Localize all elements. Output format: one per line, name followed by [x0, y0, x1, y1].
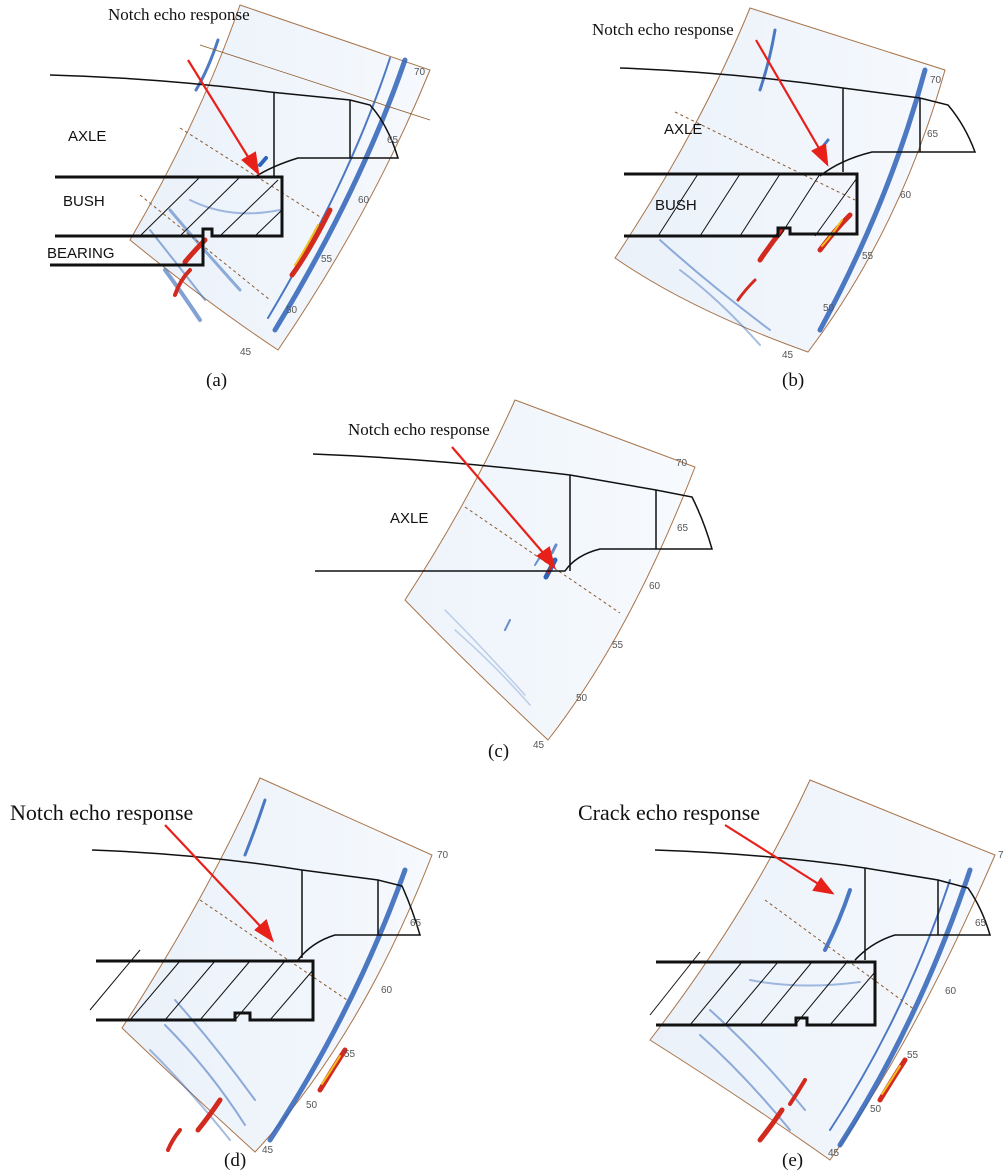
region-label-axle: AXLE: [390, 510, 429, 527]
bush-outline: [50, 175, 284, 267]
scan-fan: [121, 777, 433, 1153]
panel-d-graphic: [89, 777, 433, 1153]
annotation-label: Crack echo response: [578, 800, 761, 825]
panel-e: Crack echo response 7 65 60 55 50 45 (e): [520, 770, 1003, 1172]
panel-a-graphic: [49, 4, 431, 351]
guide-lines: [139, 44, 431, 301]
annotation-arrow: [724, 824, 835, 895]
depth-tick: 70: [414, 67, 426, 78]
depth-tick: 60: [900, 190, 912, 201]
annotation-arrow: [164, 824, 274, 943]
depth-tick: 55: [907, 1050, 919, 1061]
panel-caption: (a): [206, 370, 228, 391]
depth-tick: 55: [344, 1049, 356, 1060]
depth-tick: 70: [437, 850, 449, 861]
depth-tick: 60: [381, 985, 393, 996]
depth-tick: 65: [927, 129, 939, 140]
panel-a: Notch echo response AXLE BUSH BEARING 70…: [0, 0, 480, 395]
axle-outline: [619, 67, 977, 177]
panel-caption: (e): [782, 1150, 804, 1171]
region-label-axle: AXLE: [68, 128, 107, 145]
depth-tick: 60: [649, 581, 661, 592]
guide-lines: [199, 899, 351, 1003]
axle-outline: [91, 849, 422, 961]
depth-tick: 70: [930, 75, 942, 86]
annotation-label: Notch echo response: [10, 800, 194, 825]
guide-lines: [464, 506, 621, 614]
panel-caption: (c): [488, 741, 510, 762]
echo-streaks: [149, 798, 408, 1143]
region-label-bush: BUSH: [63, 193, 105, 210]
panel-e-graphic: [649, 779, 996, 1161]
depth-tick: 65: [677, 523, 689, 534]
bush-outline: [96, 959, 315, 1022]
echo-hotspots: [166, 1047, 348, 1152]
depth-tick: 65: [387, 135, 399, 146]
echo-streaks: [444, 543, 558, 706]
panel-d: Notch echo response 70 65 60 55 50 45 (d…: [0, 770, 480, 1172]
hatch-lines: [89, 949, 314, 1021]
panel-c-graphic: [312, 399, 713, 741]
depth-tick: 50: [870, 1104, 882, 1115]
depth-tick: 50: [306, 1100, 318, 1111]
depth-tick: 55: [321, 254, 333, 265]
guide-lines: [764, 899, 916, 1011]
depth-tick: 70: [676, 458, 688, 469]
annotation-label: Notch echo response: [592, 20, 734, 39]
depth-tick: 55: [612, 640, 624, 651]
scan-fan: [614, 7, 946, 353]
depth-tick: 65: [975, 918, 987, 929]
axle-outline: [654, 849, 992, 961]
depth-tick: 45: [240, 347, 252, 358]
depth-tick: 45: [782, 350, 794, 361]
bush-outline: [624, 172, 859, 238]
depth-tick: 55: [862, 251, 874, 262]
depth-tick: 50: [286, 305, 298, 316]
hatch-lines: [657, 173, 858, 237]
echo-hotspots: [757, 1057, 908, 1143]
region-label-bush: BUSH: [655, 197, 697, 214]
panel-c: Notch echo response AXLE 70 65 60 55 50 …: [280, 395, 740, 770]
panel-caption: (b): [782, 370, 805, 391]
annotation-arrow: [187, 59, 260, 176]
annotation-arrow: [451, 446, 556, 570]
panel-b-graphic: [614, 7, 977, 353]
panel-b: Notch echo response AXLE BUSH 70 65 60 5…: [520, 0, 1003, 395]
hatch-lines: [649, 951, 876, 1026]
depth-tick: 45: [262, 1145, 274, 1156]
echo-hotspots: [736, 212, 853, 302]
hatch-lines: [139, 176, 283, 237]
region-label-axle: AXLE: [664, 121, 703, 138]
axle-outline: [49, 74, 400, 178]
depth-tick: 50: [823, 303, 835, 314]
depth-tick: 60: [358, 195, 370, 206]
region-label-bearing: BEARING: [47, 245, 115, 262]
annotation-arrow: [755, 39, 829, 167]
annotation-label: Notch echo response: [108, 5, 250, 24]
axle-outline: [312, 453, 713, 572]
depth-tick: 50: [576, 693, 588, 704]
panel-caption: (d): [224, 1150, 247, 1171]
depth-tick: 60: [945, 986, 957, 997]
annotation-label: Notch echo response: [348, 420, 490, 439]
depth-tick: 45: [533, 740, 545, 751]
depth-tick: 7: [998, 850, 1003, 861]
depth-tick: 65: [410, 918, 422, 929]
depth-tick: 45: [828, 1148, 840, 1159]
scan-fan: [649, 779, 996, 1161]
